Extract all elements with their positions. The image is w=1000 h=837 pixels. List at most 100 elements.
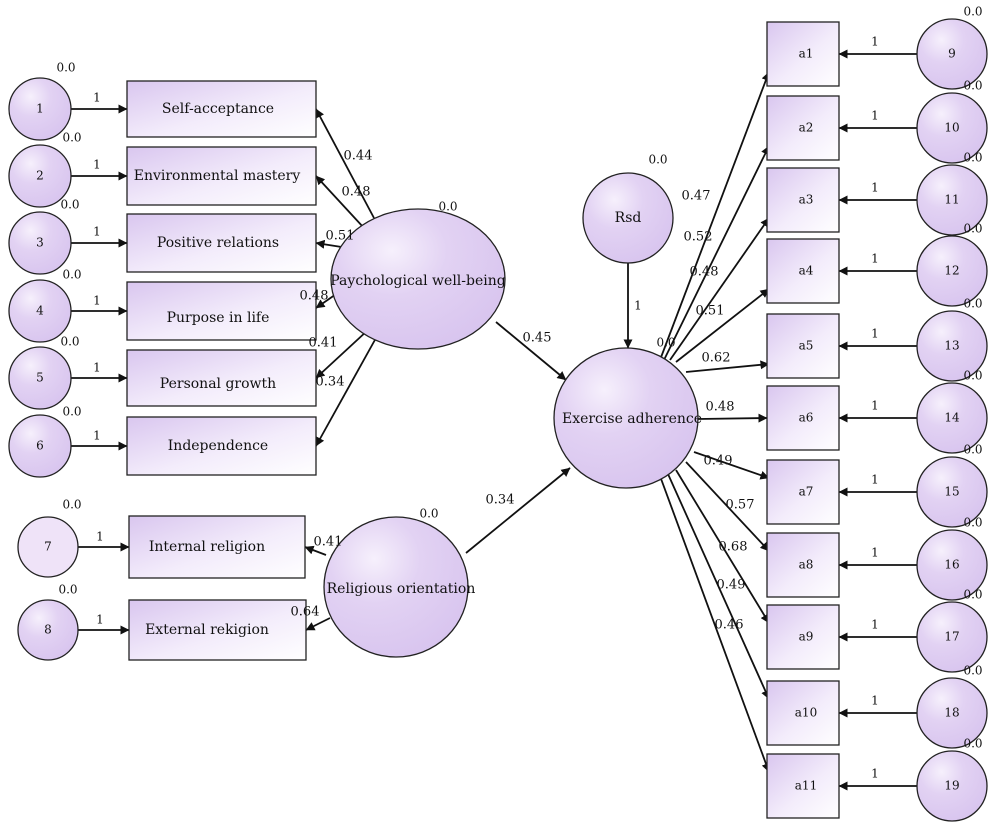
- rsd-path-coef: 1: [634, 299, 642, 313]
- error-path-coef: 1: [871, 618, 879, 632]
- latent-religious-orientation: [323, 516, 469, 658]
- indicator-box-2: [126, 146, 317, 206]
- loading-path-a2: [663, 145, 770, 361]
- error-path-coef: 1: [93, 91, 101, 105]
- latent-exercise-adherence: [553, 347, 699, 489]
- indicator-label: Environmental mastery: [134, 168, 301, 184]
- loading-value: 0.52: [684, 230, 713, 245]
- loading-value: 0.49: [704, 454, 733, 469]
- error-term-label: 12: [944, 264, 959, 278]
- error-path-coef: 1: [93, 158, 101, 172]
- error-path-coef: 1: [871, 546, 879, 560]
- indicator-box-5: [126, 349, 317, 407]
- error-term-label: 13: [944, 339, 959, 353]
- structural-path-rel-ex: [465, 467, 571, 554]
- indicator-label: a4: [799, 264, 814, 278]
- loading-path-a11: [659, 475, 771, 773]
- error-term-label: 17: [944, 630, 959, 644]
- error-term-label: 8: [44, 623, 52, 637]
- error-term-7: [17, 516, 79, 578]
- loading-path-2: [315, 175, 365, 229]
- loading-path-5: [315, 329, 369, 379]
- error-term-5: [8, 346, 72, 410]
- error-variance: 0.0: [62, 405, 81, 419]
- error-term-label: 2: [36, 169, 44, 183]
- indicator-label: a8: [799, 558, 814, 572]
- error-term-14: [916, 382, 988, 454]
- loading-value: 0.44: [344, 149, 373, 164]
- indicator-label: a6: [799, 411, 814, 425]
- indicator-box-7: [128, 515, 306, 579]
- error-path-coef: 1: [871, 399, 879, 413]
- latent-label: Exercise adherence: [562, 411, 702, 427]
- error-term-label: 19: [944, 779, 959, 793]
- error-variance: 0.0: [963, 516, 982, 530]
- error-variance: 0.0: [963, 297, 982, 311]
- error-term-label: 4: [36, 304, 44, 318]
- error-variance: 0.0: [963, 737, 982, 751]
- loading-value: 0.62: [702, 351, 731, 366]
- loading-value: 0.51: [696, 304, 725, 319]
- error-term-10: [916, 92, 988, 164]
- error-variance: 0.0: [963, 151, 982, 165]
- error-variance: 0.0: [963, 443, 982, 457]
- loading-value: 0.48: [300, 289, 329, 304]
- latent-variance: 0.0: [648, 153, 667, 167]
- indicator-label: a5: [799, 339, 814, 353]
- indicator-box-a2: [766, 95, 840, 161]
- error-term-label: 10: [944, 121, 959, 135]
- error-term-label: 1: [36, 102, 44, 116]
- loading-value: 0.51: [326, 229, 355, 244]
- indicator-label: Internal religion: [149, 539, 265, 555]
- error-term-label: 18: [944, 706, 959, 720]
- error-term-label: 14: [944, 411, 960, 425]
- error-term-3: [8, 211, 72, 275]
- loading-path-a8: [685, 461, 770, 552]
- error-variance: 0.0: [62, 498, 81, 512]
- loading-path-7: [304, 545, 327, 556]
- indicator-label: Positive relations: [157, 235, 279, 251]
- loading-value: 0.34: [316, 375, 345, 390]
- error-variance: 0.0: [963, 222, 982, 236]
- loading-value: 0.48: [342, 185, 371, 200]
- loading-path-a3: [669, 217, 770, 361]
- indicator-box-a5: [766, 313, 840, 379]
- error-term-13: [916, 310, 988, 382]
- error-path-coef: 1: [871, 252, 879, 266]
- indicator-box-a4: [766, 238, 840, 304]
- indicator-box-4: [126, 281, 317, 341]
- loading-path-a7: [693, 451, 770, 480]
- indicator-label: a11: [795, 779, 817, 793]
- loading-value: 0.41: [314, 535, 343, 550]
- error-term-label: 7: [44, 540, 52, 554]
- loading-value: 0.68: [719, 540, 748, 555]
- indicator-box-8: [128, 599, 307, 661]
- indicator-label: a1: [799, 47, 814, 61]
- error-path-coef: 1: [93, 225, 101, 239]
- loading-path-8: [305, 617, 331, 631]
- loading-value: 0.41: [309, 336, 338, 351]
- loading-path-a9: [675, 469, 770, 624]
- latent-label: Rsd: [615, 210, 642, 226]
- indicator-box-1: [126, 80, 317, 138]
- loading-value: 0.48: [706, 400, 735, 415]
- indicator-box-a11: [766, 753, 840, 819]
- latent-label: Paychological well-being: [330, 273, 505, 289]
- error-path-coef: 1: [93, 361, 101, 375]
- loading-path-a1: [659, 71, 771, 361]
- error-path-coef: 1: [871, 181, 879, 195]
- error-path-coef: 1: [93, 429, 101, 443]
- loading-value: 0.47: [682, 189, 711, 204]
- indicator-label: a10: [795, 706, 817, 720]
- indicator-box-a9: [766, 604, 840, 670]
- error-term-label: 15: [944, 485, 959, 499]
- error-term-18: [916, 677, 988, 749]
- indicator-box-6: [126, 416, 317, 476]
- error-variance: 0.0: [56, 61, 75, 75]
- indicator-box-a3: [766, 167, 840, 233]
- loading-path-a5: [685, 360, 770, 373]
- structural-coef: 0.34: [486, 493, 515, 508]
- indicator-label: Self-acceptance: [162, 101, 274, 117]
- error-term-6: [8, 414, 72, 478]
- indicator-box-a7: [766, 459, 840, 525]
